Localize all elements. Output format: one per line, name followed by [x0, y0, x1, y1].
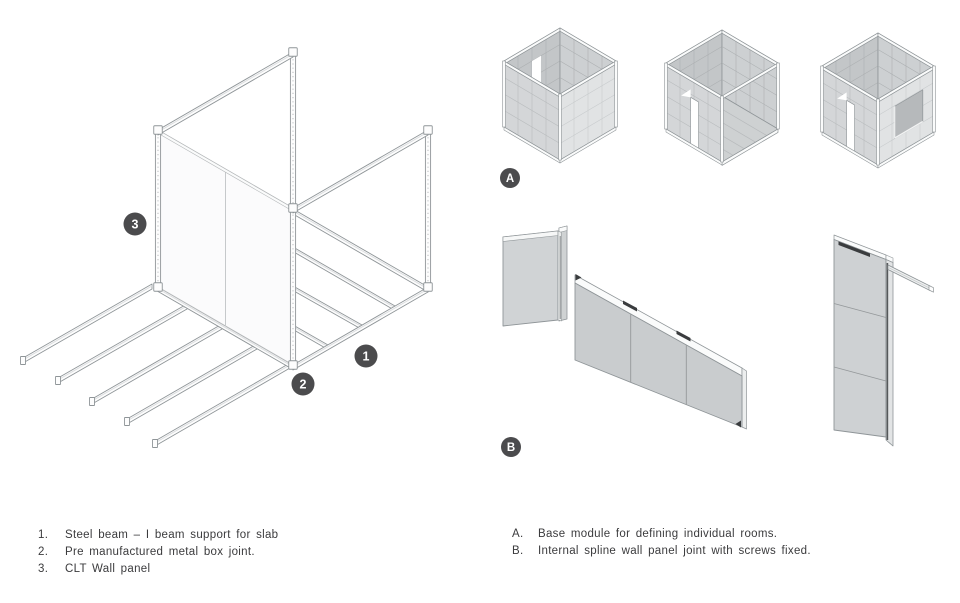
legend-item-a-text: Base module for defining individual room… — [538, 528, 778, 540]
svg-text:2: 2 — [300, 378, 307, 392]
callout-3-clt-wall-panel: 3 — [123, 212, 147, 236]
legend-item-2-text: Pre manufactured metal box joint. — [65, 546, 255, 558]
svg-text:A: A — [506, 173, 514, 185]
panel-with-spline-detail — [502, 225, 568, 327]
legend-item-a: A. Base module for defining individual r… — [512, 526, 811, 543]
legend-item-b: B. Internal spline wall panel joint with… — [512, 543, 811, 560]
legend-item-1-text: Steel beam – I beam support for slab — [65, 529, 279, 541]
wall-joint-details-drawing — [502, 225, 934, 447]
callout-a-base-module: A — [500, 168, 520, 188]
legend-item-2-number: 2. — [38, 546, 49, 558]
legend-item-2: 2. Pre manufactured metal box joint. — [38, 544, 278, 561]
steel-frame-structure-drawing — [20, 47, 433, 448]
legend-item-b-letter: B. — [512, 545, 524, 557]
legend-item-a-letter: A. — [512, 528, 524, 540]
svg-text:1: 1 — [363, 350, 370, 364]
callout-b-spline-joint: B — [501, 437, 521, 457]
legend-item-3-number: 3. — [38, 563, 49, 575]
base-modules-drawing — [502, 27, 936, 169]
legend-item-3: 3. CLT Wall panel — [38, 561, 278, 578]
module-a1-closed — [502, 27, 618, 164]
legend-lettered: A. Base module for defining individual r… — [512, 526, 811, 560]
svg-text:3: 3 — [132, 218, 139, 232]
legend-item-1-number: 1. — [38, 529, 49, 541]
callout-badges: 3 1 2 A B — [123, 168, 521, 457]
tall-panel-spline-rail-detail — [833, 234, 934, 447]
three-panel-wall-detail — [574, 274, 747, 430]
legend-item-3-text: CLT Wall panel — [65, 563, 151, 575]
svg-text:B: B — [507, 442, 515, 454]
module-a2-open-side — [664, 29, 780, 166]
legend-item-1: 1. Steel beam – I beam support for slab — [38, 527, 278, 544]
callout-2-metal-box-joint: 2 — [291, 372, 315, 396]
legend-numbered: 1. Steel beam – I beam support for slab … — [38, 527, 278, 578]
module-a3-window — [820, 32, 936, 169]
callout-1-steel-beam: 1 — [354, 344, 378, 368]
legend-item-b-text: Internal spline wall panel joint with sc… — [538, 545, 811, 557]
